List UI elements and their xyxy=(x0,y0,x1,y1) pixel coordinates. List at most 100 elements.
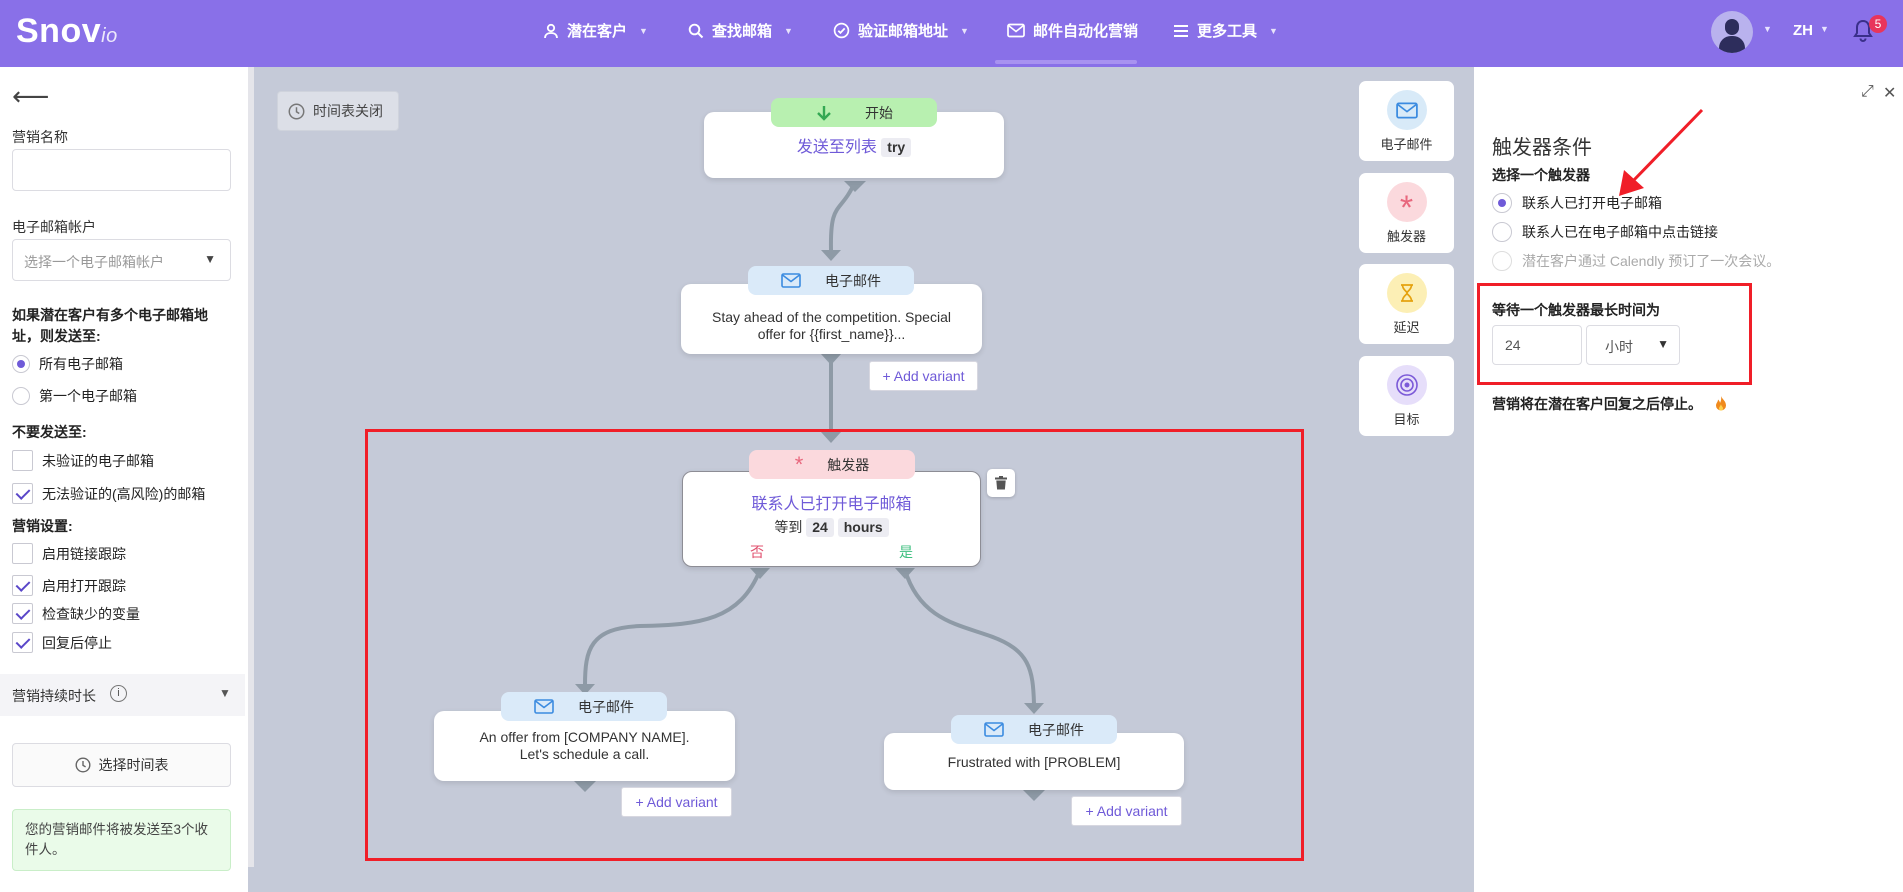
chevron-down-icon: ▼ xyxy=(1269,25,1278,36)
asterisk-icon: * xyxy=(794,451,804,477)
wait-time-label: 等待一个触发器最长时间为 xyxy=(1492,302,1660,318)
setting-check-variables[interactable]: 检查缺少的变量 xyxy=(12,603,140,624)
timeline-toggle-button[interactable]: 时间表关闭 xyxy=(277,91,399,131)
arrow-down-icon xyxy=(817,105,831,121)
annotation-highlight-box xyxy=(1477,283,1752,385)
chevron-down-icon: ▼ xyxy=(1657,337,1669,351)
connector-yes-branch xyxy=(903,569,1036,705)
top-nav-bar: Snovio 潜在客户▼ 查找邮箱▼ 验证邮箱地址▼ 邮件自动化营销 更多工具▼… xyxy=(0,0,1903,67)
add-variant-button[interactable]: + Add variant xyxy=(1071,796,1182,826)
person-icon xyxy=(544,23,558,38)
connector-no-branch xyxy=(583,569,762,686)
panel-title: 触发器条件 xyxy=(1492,137,1592,159)
send-option-first[interactable]: 第一个电子邮箱 xyxy=(12,386,137,406)
nav-email-drip[interactable]: 邮件自动化营销 xyxy=(1007,20,1138,41)
start-node-text: 发送至列表 xyxy=(796,139,877,156)
recipients-note: 您的营销邮件将被发送至3个收件人。 xyxy=(12,809,231,871)
active-nav-indicator xyxy=(995,60,1137,64)
add-variant-button[interactable]: + Add variant xyxy=(869,361,978,391)
campaign-duration-accordion[interactable]: 营销持续时长 i ▼ xyxy=(0,674,245,716)
campaign-name-input[interactable] xyxy=(12,149,231,191)
expand-icon[interactable]: ⤢ xyxy=(1861,83,1874,100)
trigger-node-title: 联系人已打开电子邮箱 xyxy=(751,496,912,513)
checkbox[interactable] xyxy=(12,603,33,624)
nav-find-email[interactable]: 查找邮箱▼ xyxy=(688,20,793,41)
wait-unit-select[interactable]: 小时 ▼ xyxy=(1586,325,1680,365)
checkbox[interactable] xyxy=(12,543,33,564)
palette-delay[interactable]: 延迟 xyxy=(1359,264,1454,344)
checkbox[interactable] xyxy=(12,632,33,653)
envelope-icon xyxy=(534,699,554,714)
stop-on-reply-note: 营销将在潜在客户回复之后停止。 xyxy=(1492,394,1728,414)
radio-button[interactable] xyxy=(1492,222,1512,242)
radio-button[interactable] xyxy=(1492,193,1512,213)
annotation-arrow xyxy=(1619,108,1704,196)
trigger-option-opened[interactable]: 联系人已打开电子邮箱 xyxy=(1492,193,1662,213)
trigger-node[interactable]: 联系人已打开电子邮箱 等到 24 hours xyxy=(682,471,981,567)
nav-leads[interactable]: 潜在客户▼ xyxy=(543,20,648,41)
radio-button[interactable] xyxy=(12,387,30,405)
arrow-down-icon xyxy=(575,684,595,695)
choose-schedule-button[interactable]: 选择时间表 xyxy=(12,743,231,787)
add-variant-button[interactable]: + Add variant xyxy=(621,787,732,817)
list-name-pill: try xyxy=(881,138,912,157)
checkbox[interactable] xyxy=(12,483,33,504)
campaign-settings-label: 营销设置: xyxy=(12,518,73,534)
chevron-down-icon: ▼ xyxy=(204,252,216,266)
back-arrow-icon[interactable]: ⟵ xyxy=(12,81,50,111)
email-node-3-tag: 电子邮件 xyxy=(951,715,1117,744)
radio-button[interactable] xyxy=(12,355,30,373)
info-icon[interactable]: i xyxy=(110,685,127,702)
exclude-risky[interactable]: 无法验证的(高风险)的邮箱 xyxy=(12,483,205,504)
setting-stop-on-reply[interactable]: 回复后停止 xyxy=(12,632,112,653)
email-account-select[interactable]: 选择一个电子邮箱帐户 ▼ xyxy=(12,239,231,281)
sidebar-scrollbar[interactable] xyxy=(248,67,254,867)
envelope-icon xyxy=(984,722,1004,737)
connector-start-email xyxy=(828,181,857,251)
user-avatar[interactable] xyxy=(1711,11,1753,53)
asterisk-icon: * xyxy=(1399,189,1414,227)
choose-trigger-label: 选择一个触发器 xyxy=(1492,167,1590,183)
palette-email[interactable]: 电子邮件 xyxy=(1359,81,1454,161)
multi-email-label: 如果潜在客户有多个电子邮箱地址，则发送至: xyxy=(12,307,208,344)
send-option-all[interactable]: 所有电子邮箱 xyxy=(12,354,123,374)
email-node-1[interactable]: Stay ahead of the competition. Special o… xyxy=(681,284,982,354)
setting-open-tracking[interactable]: 启用打开跟踪 xyxy=(12,575,126,596)
delete-node-button[interactable] xyxy=(987,469,1015,497)
snovio-logo[interactable]: Snovio xyxy=(16,12,118,50)
checkbox[interactable] xyxy=(12,450,33,471)
trigger-settings-panel xyxy=(1474,67,1903,892)
annotation-highlight-box xyxy=(365,429,1304,861)
close-icon[interactable]: ✕ xyxy=(1883,85,1897,102)
arrow-down-icon xyxy=(1024,703,1044,714)
start-node-tag: 开始 xyxy=(771,98,937,127)
envelope-icon xyxy=(1395,101,1418,119)
chevron-down-icon: ▼ xyxy=(960,25,969,36)
email-node-1-tag: 电子邮件 xyxy=(748,266,914,295)
nav-verify-email[interactable]: 验证邮箱地址▼ xyxy=(833,20,969,41)
chevron-down-icon: ▼ xyxy=(784,25,793,36)
chevron-down-icon[interactable]: ▼ xyxy=(1763,24,1772,34)
check-circle-icon xyxy=(833,22,850,39)
email-node-2[interactable]: An offer from [COMPANY NAME]. Let's sche… xyxy=(434,711,735,781)
fire-icon xyxy=(1715,396,1726,411)
checkbox[interactable] xyxy=(12,575,33,596)
nav-more-tools[interactable]: 更多工具▼ xyxy=(1173,20,1278,41)
trigger-option-calendly: 潜在客户通过 Calendly 预订了一次会议。 xyxy=(1492,251,1780,271)
setting-link-tracking[interactable]: 启用链接跟踪 xyxy=(12,543,126,564)
arrow-down-icon xyxy=(821,250,841,261)
hourglass-icon xyxy=(1400,284,1413,302)
yes-branch-label: 是 xyxy=(899,544,913,560)
exclude-unverified[interactable]: 未验证的电子邮箱 xyxy=(12,450,154,471)
palette-trigger[interactable]: * 触发器 xyxy=(1359,173,1454,253)
language-switcher[interactable]: ZH xyxy=(1793,22,1813,39)
bell-icon[interactable] xyxy=(1852,18,1874,42)
clock-icon xyxy=(288,103,305,119)
palette-goal[interactable]: 目标 xyxy=(1359,356,1454,436)
wait-time-input[interactable]: 24 xyxy=(1492,325,1582,365)
chevron-down-icon[interactable]: ▼ xyxy=(1820,24,1829,34)
arrow-down-icon xyxy=(574,781,596,792)
trigger-option-clicked[interactable]: 联系人已在电子邮箱中点击链接 xyxy=(1492,222,1718,242)
arrow-down-icon xyxy=(844,181,866,192)
